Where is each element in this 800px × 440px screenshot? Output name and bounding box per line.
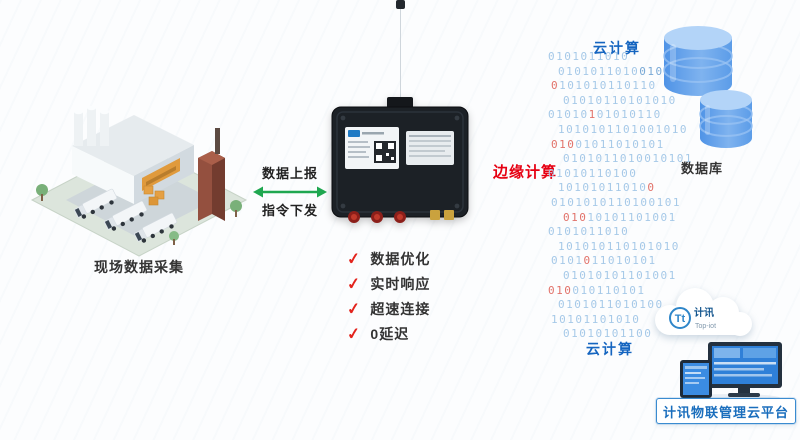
brand-logo-sub: Top-iot [695, 323, 716, 330]
antenna-line [400, 6, 401, 98]
edge-gateway-device [331, 97, 469, 223]
binary-digits: 1010101101001010 [558, 122, 688, 136]
binary-row: 0101010110110 [551, 79, 693, 94]
data-link: 数据上报 指令下发 [250, 165, 330, 219]
silos [74, 105, 109, 146]
binary-row: 01010101101001 [563, 269, 693, 284]
brand-logo: Tt 计讯 Top-iot [669, 306, 716, 330]
bidirectional-arrow-icon [253, 186, 327, 198]
qr-code [374, 141, 396, 163]
binary-digits: 0 [551, 79, 560, 93]
binary-row: 01010110100101 [558, 65, 693, 80]
crates [143, 185, 165, 206]
binary-digits: 0 [647, 181, 656, 195]
binary-row: 0101011010101 [551, 254, 693, 269]
binary-row: 01010110101010 [563, 94, 693, 109]
binary-digits: 01010101101001 [563, 268, 677, 282]
binary-digits: 0101010110100101 [551, 195, 681, 209]
uplink-label: 数据上报 [261, 166, 318, 181]
platform-screens-illustration [680, 342, 782, 402]
binary-digits: 0101011010100 [558, 298, 664, 312]
binary-digits: 10101101001 [587, 210, 677, 224]
feature-item: ✓ 实时响应 [346, 271, 431, 296]
check-icon: ✓ [346, 249, 363, 269]
binary-digits: 11010101 [591, 254, 657, 268]
brand-logo-symbol: Tt [675, 313, 686, 325]
binary-row: 0101011010010101 [563, 152, 693, 167]
binary-digits: 0101011010010101 [563, 152, 693, 166]
database-cylinder-front [699, 90, 753, 148]
antenna-connectors [348, 210, 454, 223]
feature-list: ✓ 数据优化 ✓ 实时响应 ✓ 超速连接 ✓ 0延迟 [346, 246, 431, 346]
binary-row: 01010101100 [563, 327, 693, 342]
binary-digits: 101010110101010 [558, 239, 680, 253]
antenna-tip [396, 0, 405, 9]
database-illustration [663, 26, 753, 148]
feature-item: ✓ 0延迟 [346, 321, 430, 346]
binary-digits: 01010110 [596, 108, 662, 122]
plant-tower [198, 128, 225, 221]
monitor-screen [708, 342, 782, 397]
binary-row: 010010110101 [548, 284, 693, 299]
binary-row: 01010101101001 [563, 211, 693, 226]
binary-digits: 010 [563, 210, 588, 224]
trucks [74, 188, 178, 243]
binary-digits: 10101101010 [551, 312, 641, 326]
trees [36, 184, 242, 245]
binary-digits: 01010110100 [548, 166, 638, 180]
binary-row: 0101011010 [548, 225, 693, 240]
feature-item: ✓ 数据优化 [346, 246, 431, 271]
binary-row: 01010110100 [548, 167, 693, 182]
brand-logo-name: 计讯 [694, 306, 714, 319]
database-label: 数据库 [680, 161, 723, 176]
binary-digits: 0101011010 [558, 64, 640, 78]
binary-digits: 1 [588, 108, 597, 122]
check-icon: ✓ [346, 299, 363, 319]
platform-name-badge: 计讯物联管理云平台 [656, 398, 796, 424]
check-icon: ✓ [346, 274, 363, 294]
binary-digits: 01010 [548, 108, 589, 122]
binary-digits: 0101 [639, 64, 672, 78]
tablet-screen [680, 360, 712, 398]
binary-digits: 01010110101010 [563, 93, 677, 107]
check-icon: ✓ [346, 324, 363, 344]
edge-computing-label: 边缘计算 [493, 164, 558, 181]
feature-item: ✓ 超速连接 [346, 296, 431, 321]
cloud-computing-label-top: 云计算 [593, 40, 641, 56]
spec-plate [406, 131, 454, 165]
binary-row: 10101101010 [551, 313, 693, 328]
binary-digits: 010110101 [572, 283, 646, 297]
feature-label: 0延迟 [370, 325, 410, 342]
binary-digits: 010 [548, 283, 573, 297]
binary-row: 01010101010110 [548, 108, 693, 123]
binary-digits: 0101011010 [548, 225, 630, 239]
binary-digits: 0101011010 [548, 50, 630, 63]
feature-label: 数据优化 [370, 250, 431, 267]
database-cylinder-back [663, 26, 733, 96]
binary-row: 101010110100 [558, 181, 693, 196]
feature-label: 实时响应 [370, 275, 431, 292]
binary-row: 0101010110100101 [551, 196, 693, 211]
binary-digits: 01010101100 [563, 327, 653, 341]
warehouse-building [72, 115, 194, 204]
factory-caption: 现场数据采集 [94, 259, 184, 275]
brand-cloud-illustration: Tt 计讯 Top-iot [655, 288, 752, 336]
binary-row: 101010110101010 [558, 240, 693, 255]
factory-illustration [30, 105, 248, 257]
binary-row: 01001011010101 [551, 138, 693, 153]
binary-row: 0101011010 [548, 50, 693, 65]
downlink-label: 指令下发 [261, 203, 318, 218]
binary-digits: 101010110110 [559, 79, 657, 93]
binary-digits: 01011010101 [575, 137, 665, 151]
cloud-computing-label-bottom: 云计算 [586, 341, 634, 357]
binary-digits: 10101011010 [558, 181, 648, 195]
binary-row: 1010101101001010 [558, 123, 693, 138]
binary-digits: 0101 [551, 254, 584, 268]
binary-row: 0101011010100 [558, 298, 693, 313]
binary-digits: 010 [551, 137, 576, 151]
feature-label: 超速连接 [370, 300, 431, 317]
binary-digits: 0 [583, 254, 592, 268]
